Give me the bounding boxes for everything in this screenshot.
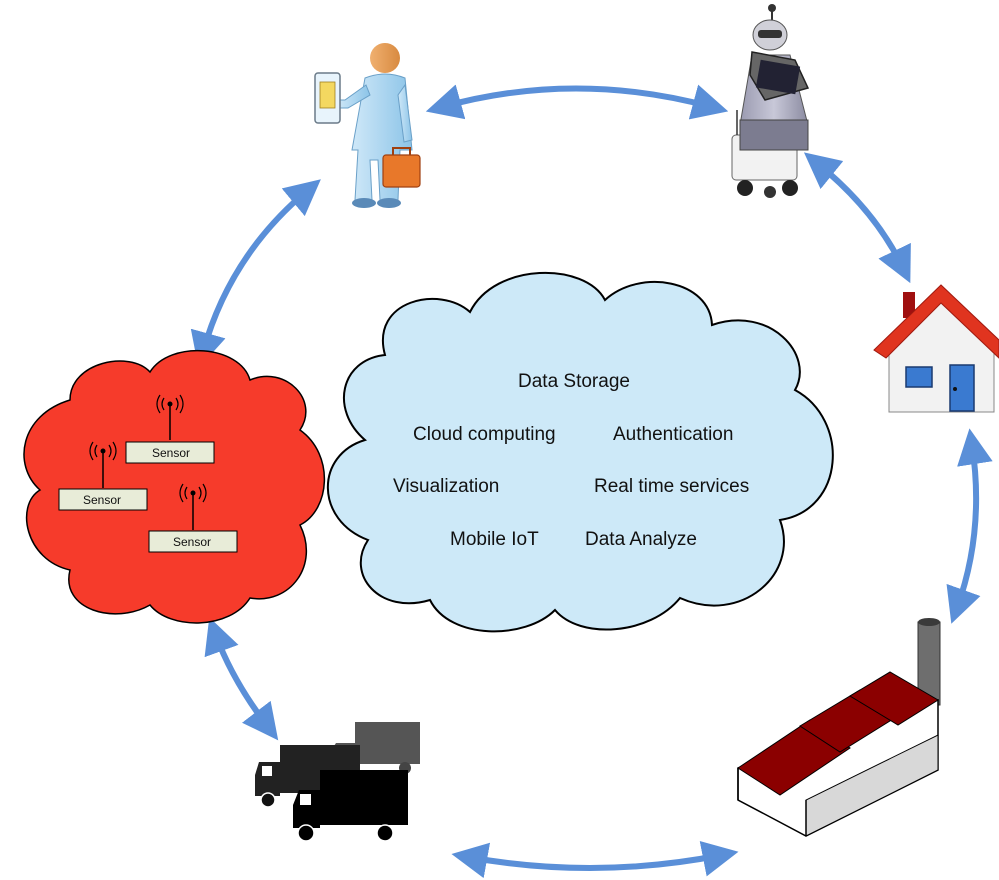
sensor-label-2: Sensor xyxy=(83,493,121,507)
service-authentication: Authentication xyxy=(613,424,733,445)
arrow-person-robot xyxy=(425,84,729,120)
sensor-label-1: Sensor xyxy=(152,446,190,460)
arrow-trucks-sensors xyxy=(204,617,279,741)
person-with-device-icon xyxy=(314,43,421,208)
arrow-house-factory xyxy=(946,428,993,624)
arrow-factory-trucks xyxy=(451,841,739,879)
sensor-1: Sensor xyxy=(125,394,215,464)
service-visualization: Visualization xyxy=(393,476,499,497)
service-mobile-iot: Mobile IoT xyxy=(450,529,539,550)
arrow-robot-house xyxy=(803,152,911,284)
house-icon xyxy=(873,284,999,413)
sensor-3: Sensor xyxy=(148,483,238,553)
robot-icon xyxy=(731,4,810,198)
service-real-time-services: Real time services xyxy=(594,476,749,497)
sensor-label-3: Sensor xyxy=(173,535,211,549)
service-data-analyze: Data Analyze xyxy=(585,529,697,550)
sensor-2: Sensor xyxy=(58,441,148,511)
arrow-sensors-person xyxy=(190,179,321,369)
service-data-storage: Data Storage xyxy=(518,371,630,392)
service-cloud-computing: Cloud computing xyxy=(413,424,556,445)
sensor-network-icon: Sensor Sensor Sensor xyxy=(23,349,326,624)
trucks-icon xyxy=(255,722,420,842)
arrows xyxy=(190,84,993,879)
services-cloud: Data Storage Cloud computing Authenticat… xyxy=(326,272,834,633)
factory-icon xyxy=(737,618,941,837)
